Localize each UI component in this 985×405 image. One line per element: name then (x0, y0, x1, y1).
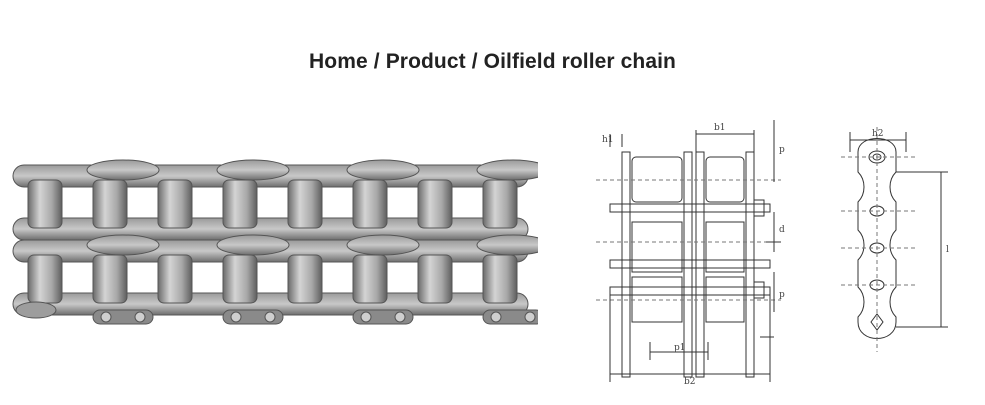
dim-label-l: l (946, 245, 949, 255)
dim-label-b2: b2 (684, 377, 696, 387)
double-strand-roller-chain-photo (12, 159, 538, 325)
dim-label-p-right: p (779, 290, 785, 300)
breadcrumb-separator: / (373, 50, 380, 73)
breadcrumb-separator: / (471, 50, 478, 73)
breadcrumb-current: Oilfield roller chain (483, 50, 676, 73)
breadcrumb-home-link[interactable]: Home (309, 50, 368, 73)
dim-label-h1: h1 (602, 135, 614, 145)
dim-label-p1: p1 (674, 343, 686, 353)
dim-label-h2: h2 (872, 129, 884, 139)
dim-label-d: d (779, 225, 785, 235)
dim-label-b1: b1 (714, 123, 726, 133)
breadcrumb-product-link[interactable]: Product (385, 50, 466, 73)
dim-label-p-top: p (779, 145, 785, 155)
roller-chain-dimension-drawing: h1 b1 p d p p1 b2 h2 l (596, 120, 949, 387)
breadcrumb: Home/Product/Oilfield roller chain (0, 50, 985, 74)
